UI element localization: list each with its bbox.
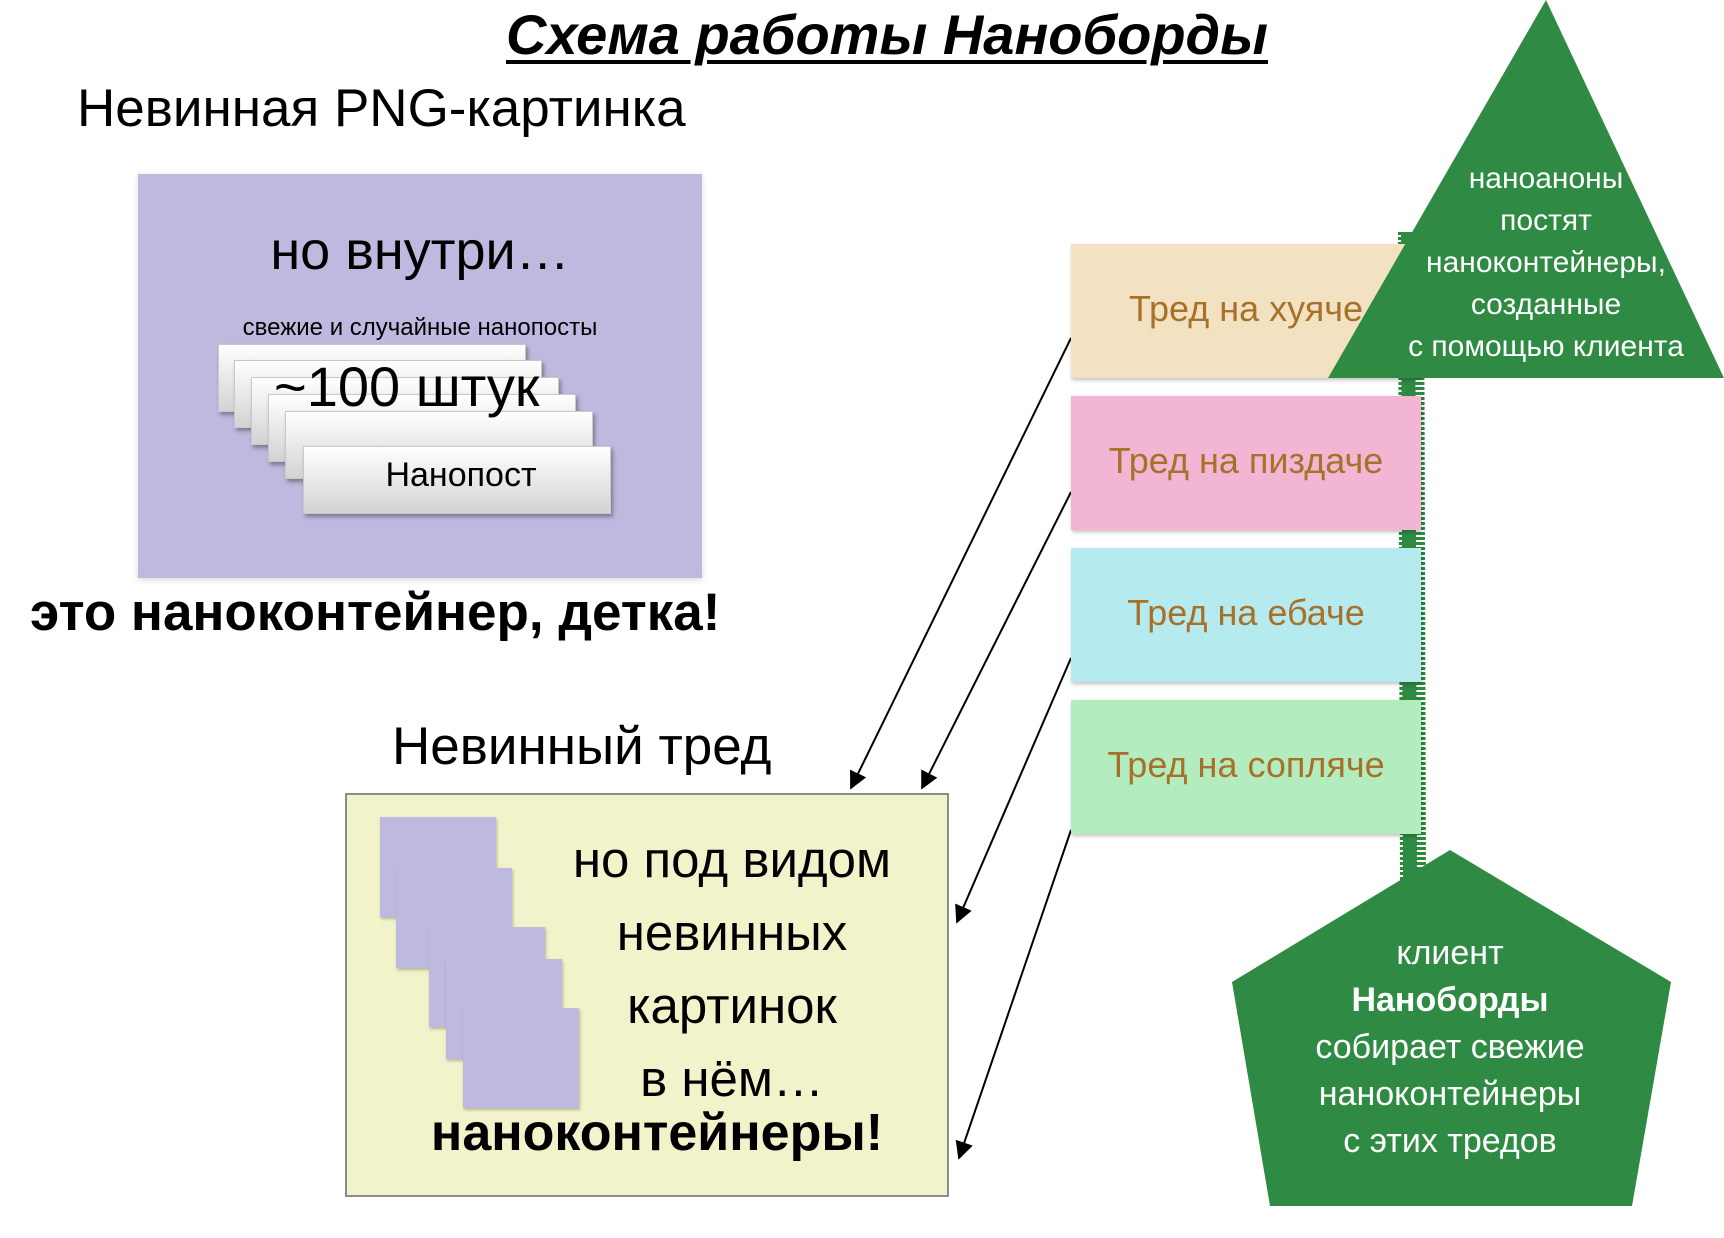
thread-heading: Невинный тред [392, 717, 772, 776]
pentagon-line: с этих тредов [1343, 1122, 1557, 1160]
thread-line: невинных [616, 904, 848, 961]
arrow-thread-2 [921, 491, 1072, 790]
pentagon-shape [1232, 850, 1671, 1206]
nanopost-count: ~100 штук [274, 355, 540, 418]
pentagon-line: наноконтейнеры [1318, 1075, 1582, 1113]
triangle-line: наноаноны [1468, 162, 1624, 195]
triangle-caption: наноаноны постят наноконтейнеры, созданн… [1368, 158, 1724, 368]
thread-line: картинок [627, 977, 837, 1034]
arrow-thread-3 [955, 657, 1072, 924]
arrow-thread-4 [955, 829, 1072, 1160]
innocent-thread-box: но под видом невинных картинок в нём… на… [345, 793, 949, 1197]
png-container-box: но внутри… свежие и случайные нанопосты … [138, 174, 702, 578]
triangle-line: с помощью клиента [1408, 330, 1684, 363]
triangle-line: наноконтейнеры, [1426, 246, 1666, 279]
thread-line: но под видом [572, 831, 892, 888]
thread-box-4: Тред на сопляче [1071, 700, 1421, 834]
thread-box-2: Тред на пиздаче [1071, 396, 1421, 530]
pentagon-caption: клиент Наноборды собирает свежие нанокон… [1250, 930, 1650, 1165]
triangle-shape [1328, 0, 1724, 378]
pentagon-line: собирает свежие [1315, 1028, 1585, 1066]
triangle-line: постят [1500, 204, 1592, 237]
image-thumbnail [463, 1008, 579, 1108]
slogan: это наноконтейнер, детка! [30, 583, 721, 642]
thread-footer: наноконтейнеры! [430, 1104, 884, 1162]
thread-label: Тред на пиздаче [1108, 440, 1384, 481]
nanopost-card-front [303, 446, 611, 514]
nanopost-label: Нанопост [385, 456, 537, 494]
png-inside-caption: но внутри… [270, 221, 570, 281]
pentagon-brand: Наноборды [1351, 981, 1549, 1019]
thread-label: Тред на хуяче [1129, 288, 1363, 329]
triangle-line: созданные [1470, 288, 1622, 321]
png-heading: Невинная PNG-картинка [77, 79, 686, 138]
thread-line: в нём… [640, 1050, 824, 1107]
pentagon-line: клиент [1396, 934, 1504, 972]
thread-box-3: Тред на ебаче [1071, 548, 1421, 682]
thread-description: но под видом невинных картинок в нём… [522, 823, 942, 1115]
thread-label: Тред на ебаче [1127, 592, 1365, 633]
diagram-title: Схема работы Наноборды [505, 3, 1268, 66]
arrow-thread-1 [850, 337, 1072, 790]
png-subtitle: свежие и случайные нанопосты [242, 314, 598, 341]
thread-label: Тред на сопляче [1107, 744, 1385, 785]
